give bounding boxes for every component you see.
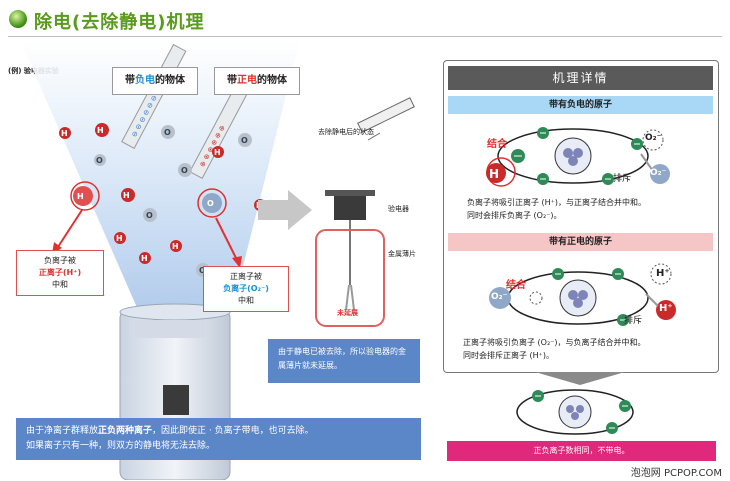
metal-foil-label: 金属薄片 (388, 250, 416, 258)
svg-text:H: H (77, 192, 84, 201)
svg-text:O: O (241, 136, 248, 145)
svg-text:O: O (146, 211, 153, 220)
positive-neutralized-callout: 正离子被 负离子(O₂⁻) 中和 (203, 266, 289, 312)
title-underline (8, 36, 722, 37)
svg-text:O: O (207, 199, 214, 208)
svg-text:H: H (172, 242, 179, 251)
down-arrow (535, 372, 625, 385)
electroscope-drawing (315, 97, 415, 327)
negative-highlight (70, 181, 100, 211)
svg-text:H: H (489, 167, 499, 181)
neg-o2-ion-1: O₂⁻ (645, 133, 662, 143)
bottom-explanation: 由于净离子群释放正负两种离子，因此即使正 · 负离子带电，也可去除。 如果离子只… (16, 418, 421, 460)
pos-repel-label: 排斥 (624, 316, 643, 326)
neg-combine-label: 结合 (487, 139, 507, 150)
negative-atom-diagram: H (486, 127, 670, 187)
page-title: 除电(去除静电)机理 (34, 12, 205, 33)
pos-description: 正离子将吸引负离子 (O₂⁻)，与负离子结合并中和。同时会排斥正离子 (H⁺)。 (463, 338, 646, 360)
svg-text:H: H (123, 191, 130, 200)
experiment-label: (例) 验电器实验 (8, 67, 59, 75)
electroscope-state-label: 去除静电后的状态 (318, 128, 374, 136)
negative-neutralized-callout: 负离子被 正离子(H⁺) 中和 (16, 250, 104, 296)
positive-atom-diagram (489, 263, 676, 326)
result-banner: 正负离子数相同，不带电。 (447, 441, 716, 461)
pos-h-ion-1: H⁺ (656, 268, 670, 279)
green-sphere-icon (9, 10, 27, 28)
mechanism-panel-header: 机理详情 (448, 66, 713, 90)
footer-watermark: 泡泡网 PCPOP.COM (630, 468, 722, 479)
pos-o2-ion: O₂⁻ (491, 292, 508, 302)
positive-atom-section: 带有正电的原子 (448, 233, 713, 251)
svg-text:H: H (61, 129, 68, 138)
not-spread-label: 未延展 (337, 309, 358, 317)
svg-text:O: O (96, 156, 103, 165)
negative-atom-section: 带有负电的原子 (448, 96, 713, 114)
electroscope-note: 由于静电已被去除，所以验电器的金属薄片就未延展。 (268, 339, 420, 383)
positive-object-label: 带正电的物体 (214, 67, 300, 95)
electroscope-device-label: 验电器 (388, 205, 409, 213)
svg-text:H: H (214, 148, 221, 157)
svg-text:H: H (116, 234, 123, 243)
neg-description: 负离子将吸引正离子 (H⁺)，与正离子结合并中和。同时会排斥负离子 (O₂⁻)。 (467, 198, 647, 220)
svg-text:O: O (181, 166, 188, 175)
neg-o2-ion-2: O₂⁻ (650, 168, 667, 178)
svg-text:H: H (141, 254, 148, 263)
pos-h-ion-2: H⁺ (659, 303, 673, 314)
positive-highlight (197, 188, 227, 218)
neg-repel-label: 排斥 (613, 174, 632, 184)
svg-text:H: H (97, 126, 104, 135)
svg-text:O: O (164, 128, 171, 137)
pos-combine-label: 结合 (506, 280, 526, 291)
neutral-atom-diagram (516, 389, 634, 435)
svg-text:O: O (199, 266, 206, 275)
negative-object-label: 带负电的物体 (112, 67, 198, 95)
right-arrow (258, 190, 312, 230)
